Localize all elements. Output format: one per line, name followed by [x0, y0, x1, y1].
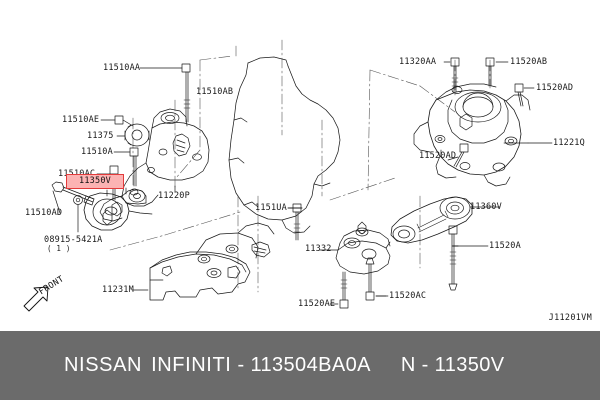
highlighted-part-label: 11350V	[79, 176, 111, 187]
callout-11520AD-lower: 11520AD	[419, 151, 457, 161]
infiniti-brand-label: INFINITI	[151, 354, 232, 376]
callout-11510AD: 11510AD	[25, 208, 63, 218]
callout-11510AA: 11510AA	[103, 63, 141, 73]
callout-11221Q: 11221Q	[553, 138, 585, 148]
nissan-brand-label: NISSAN	[64, 354, 143, 376]
callout-11220P: 11220P	[158, 191, 190, 201]
callout-11520AD-upper: 11520AD	[536, 83, 574, 93]
callout-11520A: 11520A	[489, 241, 521, 251]
callout-11520AB: 11520AB	[510, 57, 548, 67]
diagram-canvas: 11510AA 11510AB 11510AE 11375 11510A 115…	[23, 39, 592, 323]
callout-11510AB: 11510AB	[196, 87, 234, 97]
callout-11360V: 11360V	[470, 202, 502, 212]
callout-11510AE: 11510AE	[62, 115, 100, 125]
brand-footer-bar: NISSAN INFINITI - 113504BA0A N - 11350V	[0, 331, 600, 400]
callout-08915-5421A: 08915-5421A	[44, 235, 103, 245]
highlighted-part-box[interactable]: 11350V	[66, 174, 124, 189]
callout-11375: 11375	[87, 131, 114, 141]
drawing-number: J11201VM	[548, 313, 592, 323]
diagram-linework	[23, 39, 553, 312]
callout-11332: 11332	[305, 244, 332, 254]
footer-part-number: - 113504BA0A	[237, 354, 371, 376]
footer-focus-number: N - 11350V	[400, 354, 505, 376]
callout-quantity: ( 1 )	[47, 244, 71, 253]
callout-11510A: 11510A	[81, 147, 113, 157]
callout-11520AE: 11520AE	[298, 299, 336, 309]
callout-11320AA: 11320AA	[399, 57, 437, 67]
callout-11520AC: 11520AC	[389, 291, 427, 301]
footer-content: NISSAN INFINITI - 113504BA0A N - 11350V	[64, 354, 505, 377]
callout-1151UA: 1151UA	[255, 203, 287, 213]
callout-11231M: 11231M	[102, 285, 134, 295]
